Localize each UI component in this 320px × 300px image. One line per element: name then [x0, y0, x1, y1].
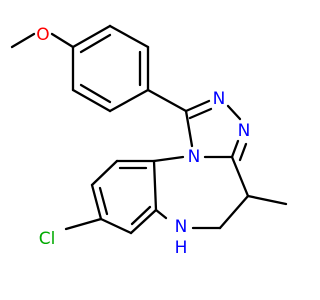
- bond-c4-methyl: [246, 194, 288, 206]
- bond-ring2-cl: [64, 217, 103, 231]
- bond-n3-c3a: [230, 139, 240, 159]
- atom-triazole-n-top: N: [213, 89, 226, 109]
- bond-ring1-d: [108, 88, 150, 113]
- atom-triazole-n-right: N: [238, 121, 251, 141]
- atom-triazole-n-bridge: N: [188, 147, 201, 167]
- bond-aryl-triazole: [146, 88, 188, 113]
- bond-ring2-e: [129, 208, 158, 235]
- atom-methoxy-oxygen: O: [36, 25, 49, 45]
- bond-ring2-b: [90, 159, 119, 187]
- bond-n2-n3: [226, 104, 242, 121]
- bond-ring1-b: [108, 24, 150, 49]
- bond-n4-c1: [184, 109, 194, 148]
- bond-ring1-a: [71, 24, 112, 49]
- bond-n3-c3a-inner: [238, 142, 248, 162]
- bond-c1-n2-inner: [188, 107, 213, 120]
- diazepine-ring: [152, 155, 288, 230]
- bond-ring2-f: [152, 159, 158, 212]
- molecule-structure: O N N N N H Cl: [10, 24, 288, 258]
- bond-arene-n4: [152, 155, 185, 163]
- methoxyphenyl-ring: [71, 24, 150, 113]
- bond-ring2-c-inner: [98, 186, 109, 216]
- bond-c1-n2: [184, 99, 211, 113]
- bond-ring1-e-inner: [79, 83, 112, 104]
- chlorobenzene-ring: [64, 159, 158, 235]
- bond-c4-c5: [218, 194, 250, 230]
- atom-chlorine: Cl: [39, 229, 56, 249]
- bond-nh-arene: [154, 208, 168, 220]
- bond-ring1-a-inner: [79, 33, 112, 54]
- triazole-ring: [184, 99, 248, 162]
- bond-methyl-o: [10, 32, 36, 49]
- atom-amine-h: H: [175, 238, 188, 258]
- bond-o-aryl: [50, 32, 75, 49]
- bond-c3a-c4: [230, 155, 250, 198]
- bond-ring2-d: [99, 217, 133, 235]
- methoxy-group: [10, 32, 75, 49]
- bond-ring2-c: [90, 183, 103, 221]
- bond-ring2-e-inner: [130, 205, 152, 226]
- bond-ring1-e: [71, 88, 112, 113]
- atom-amine-n: N: [175, 217, 188, 237]
